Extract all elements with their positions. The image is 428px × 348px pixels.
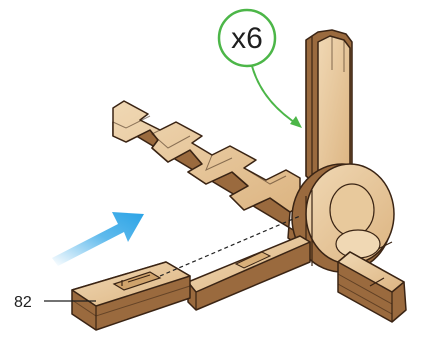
part-82-piece [72, 262, 190, 330]
quantity-callout: x6 [219, 10, 302, 128]
callout-pointer-line [252, 66, 300, 126]
part-number-label: 82 [14, 294, 32, 311]
callout-pointer-arrowhead-icon [290, 116, 302, 128]
zigzag-strip-piece [113, 101, 300, 246]
left-arm-piece [188, 236, 310, 310]
motion-arrow-icon [52, 212, 144, 266]
right-arm-piece [338, 252, 406, 322]
quantity-label: x6 [231, 22, 263, 55]
vertical-arm-piece [306, 30, 352, 186]
